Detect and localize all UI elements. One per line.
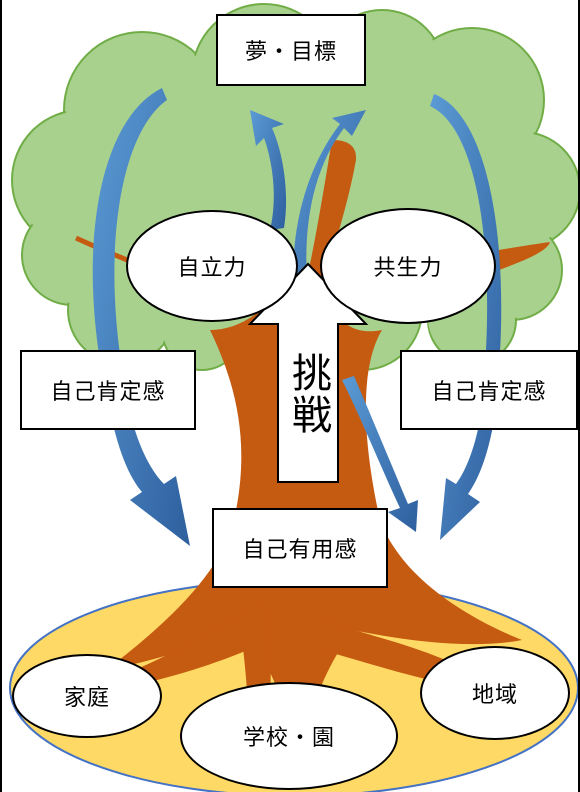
- arrow-inner-left: [250, 110, 287, 230]
- goal-label: 夢・目標: [244, 40, 337, 65]
- challenge-arrow: [247, 262, 369, 483]
- arrow-far-left: [92, 88, 190, 546]
- self-usefulness-box: 自己有用感: [212, 508, 388, 588]
- competency-right-label: 共生力: [373, 256, 443, 281]
- root-left: [72, 600, 270, 695]
- foundation-oval-right: 地域: [420, 646, 570, 740]
- foundation-oval-center: 学校・園: [180, 682, 398, 790]
- self-affirmation-left-label: 自己肯定感: [50, 380, 166, 405]
- self-affirmation-right-label: 自己肯定感: [431, 380, 547, 405]
- trunk-shoot-upper: [302, 140, 357, 300]
- challenge-label: 挑戦: [285, 352, 331, 436]
- self-affirmation-box-left: 自己肯定感: [20, 350, 196, 430]
- competency-left-label: 自立力: [177, 256, 247, 281]
- foundation-oval-left: 家庭: [12, 654, 162, 738]
- foundation-left-label: 家庭: [63, 686, 110, 711]
- foundation-right-label: 地域: [471, 683, 518, 708]
- competency-oval-right: 共生力: [320, 208, 496, 324]
- arrow-lower-right: [342, 376, 418, 532]
- competency-oval-left: 自立力: [126, 210, 298, 322]
- foundation-center-label: 学校・園: [242, 726, 335, 751]
- goal-box: 夢・目標: [216, 14, 366, 86]
- self-affirmation-box-right: 自己肯定感: [400, 350, 578, 430]
- self-usefulness-label: 自己有用感: [242, 538, 358, 563]
